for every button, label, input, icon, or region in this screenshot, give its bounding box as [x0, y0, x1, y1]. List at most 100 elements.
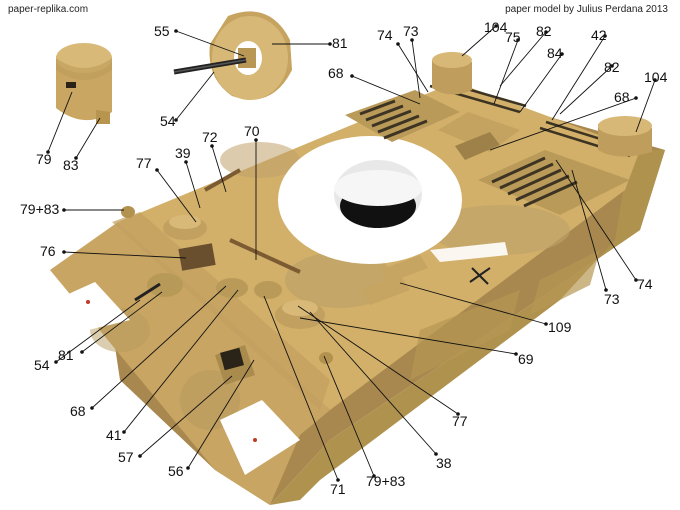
front-details — [55, 168, 508, 475]
leader-line — [299, 317, 517, 355]
hatch-ring-part-drawing — [173, 11, 292, 100]
part-label: 68 — [614, 89, 630, 105]
leader-dot — [434, 452, 438, 456]
leader-line — [519, 53, 563, 113]
leader-line — [91, 285, 227, 409]
leader-line — [399, 282, 547, 325]
leader-dot — [336, 478, 340, 482]
part-label: 79+83 — [20, 201, 60, 217]
leader-line — [81, 291, 163, 353]
engine-grille-left — [345, 90, 460, 142]
cupola-part-drawing — [56, 43, 112, 124]
leader-dot — [653, 78, 657, 82]
part-label: 55 — [154, 23, 170, 39]
part-label: 69 — [518, 351, 534, 367]
leader-dot — [54, 360, 58, 364]
leader-dot — [186, 466, 190, 470]
leader-dot — [610, 64, 614, 68]
part-label: 38 — [436, 455, 452, 471]
leader-dot — [155, 168, 159, 172]
leader-line — [263, 295, 339, 481]
part-label: 104 — [484, 19, 508, 35]
part-label: 75 — [505, 29, 521, 45]
leader-line — [493, 39, 519, 105]
leader-line — [489, 97, 637, 151]
leader-line — [499, 31, 547, 87]
part-label: 54 — [160, 113, 176, 129]
part-label: 41 — [106, 427, 122, 443]
leader-line — [187, 359, 255, 469]
part-label: 39 — [175, 145, 191, 161]
leader-line — [185, 161, 201, 209]
central-hatch — [438, 112, 520, 160]
part-label: 81 — [58, 347, 74, 363]
part-label: 72 — [202, 129, 218, 145]
leader-line — [139, 375, 233, 457]
leader-dot — [74, 156, 78, 160]
leader-line — [55, 299, 141, 363]
leader-dot — [634, 96, 638, 100]
part-label: 42 — [591, 27, 607, 43]
engine-grille-right — [478, 150, 630, 215]
part-label: 56 — [168, 463, 184, 479]
leader-dot — [350, 74, 354, 78]
part-label: 77 — [452, 413, 468, 429]
leader-dot — [410, 38, 414, 42]
leader-dot — [514, 352, 518, 356]
leader-line — [156, 169, 197, 223]
leader-line — [323, 355, 375, 477]
part-label: 77 — [136, 155, 152, 171]
part-labels: 55 81 54 79 83 74 73 104 75 82 84 42 82 … — [20, 19, 668, 497]
part-label: 109 — [548, 319, 572, 335]
leader-dot — [138, 454, 142, 458]
leader-line — [123, 289, 239, 433]
leader-dot — [184, 160, 188, 164]
leader-dot — [122, 430, 126, 434]
leader-line — [211, 145, 227, 193]
leader-line — [571, 169, 607, 291]
part-label: 68 — [70, 403, 86, 419]
leader-line — [63, 251, 187, 259]
part-label: 54 — [34, 357, 50, 373]
leader-dot — [634, 278, 638, 282]
part-label: 68 — [328, 65, 344, 81]
author-credit: paper model by Julius Perdana 2013 — [505, 4, 668, 15]
leader-line — [309, 311, 437, 455]
leader-line — [555, 159, 637, 281]
leader-dot — [396, 42, 400, 46]
leader-dot — [544, 322, 548, 326]
leader-dot — [62, 250, 66, 254]
leader-dot — [604, 288, 608, 292]
leader-line — [559, 65, 613, 115]
site-watermark: paper-replika.com — [8, 4, 89, 15]
leader-line — [551, 35, 606, 121]
leader-line — [351, 75, 421, 105]
leader-dot — [560, 52, 564, 56]
part-label: 83 — [63, 157, 79, 173]
part-label: 73 — [403, 23, 419, 39]
leader-dot — [210, 144, 214, 148]
leader-line — [175, 71, 215, 121]
air-filter-right — [598, 116, 652, 157]
part-label: 82 — [604, 59, 620, 75]
leader-dot — [80, 350, 84, 354]
leader-line — [175, 30, 245, 57]
part-label: 57 — [118, 449, 134, 465]
part-label: 71 — [330, 481, 346, 497]
part-label: 74 — [637, 276, 653, 292]
leader-dot — [62, 208, 66, 212]
turret-ring — [278, 136, 462, 264]
part-label: 74 — [377, 27, 393, 43]
leader-line — [411, 39, 421, 99]
leader-dot — [174, 118, 178, 122]
leader-dot — [494, 24, 498, 28]
leader-line — [75, 117, 101, 159]
leader-dot — [328, 42, 332, 46]
leader-dot — [456, 412, 460, 416]
leader-line — [297, 305, 459, 415]
leader-line — [461, 25, 497, 57]
part-label: 104 — [644, 69, 668, 85]
leader-line — [47, 91, 73, 153]
leader-line — [635, 79, 656, 133]
leader-dot — [603, 34, 607, 38]
